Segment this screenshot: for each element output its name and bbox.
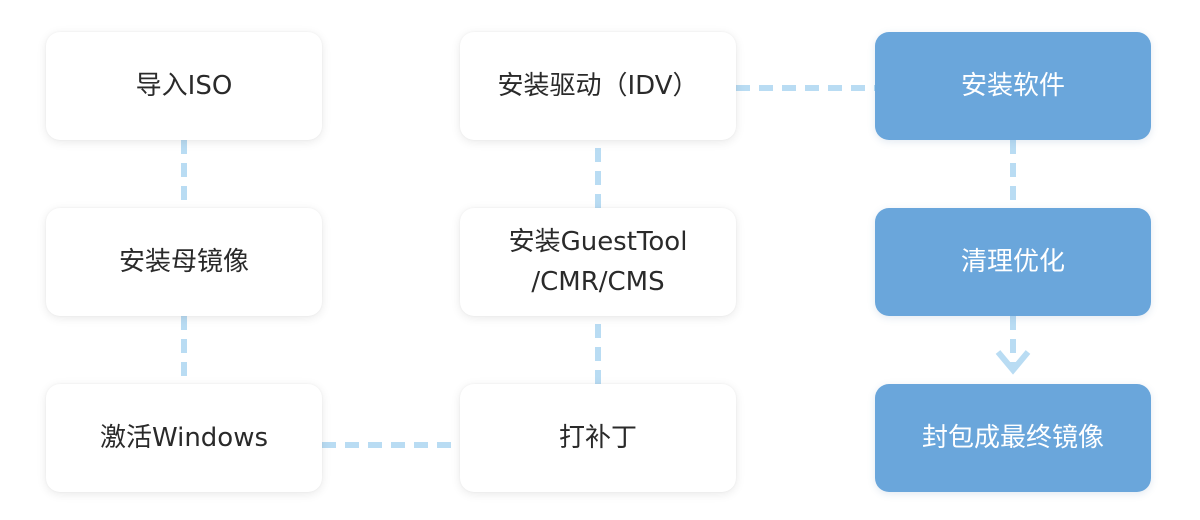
step-activate-windows: 激活Windows <box>46 384 322 492</box>
step-install-driver: 安装驱动（IDV） <box>460 32 736 140</box>
step-import-iso: 导入ISO <box>46 32 322 140</box>
step-label: 激活Windows <box>99 423 269 453</box>
step-label: 安装软件 <box>960 71 1065 101</box>
step-package-final-image: 封包成最终镜像 <box>875 384 1151 492</box>
step-apply-patch: 打补丁 <box>460 384 736 492</box>
step-label: 清理优化 <box>960 247 1065 277</box>
step-label: 安装母镜像 <box>118 247 249 277</box>
step-label: 封包成最终镜像 <box>921 423 1104 453</box>
step-label: 打补丁 <box>558 423 637 453</box>
step-install-software: 安装软件 <box>875 32 1151 140</box>
chevron-down-icon <box>995 350 1031 375</box>
step-label: 安装GuestTool /CMR/CMS <box>508 227 688 297</box>
step-install-master-image: 安装母镜像 <box>46 208 322 316</box>
step-label: 安装驱动（IDV） <box>497 71 699 101</box>
step-label: 导入ISO <box>135 71 233 101</box>
step-cleanup-optimize: 清理优化 <box>875 208 1151 316</box>
step-install-guesttool: 安装GuestTool /CMR/CMS <box>460 208 736 316</box>
